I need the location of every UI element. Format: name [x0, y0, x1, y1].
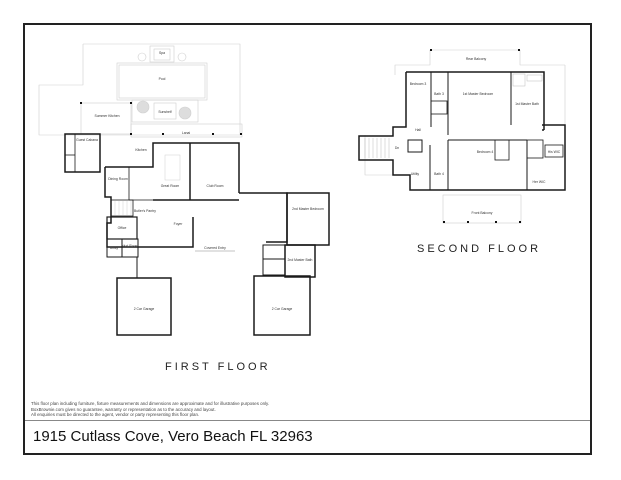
- svg-text:Bedroom 4: Bedroom 4: [477, 150, 494, 154]
- svg-text:Great Room: Great Room: [161, 184, 180, 188]
- floor-plan-graphic: Spa Pool Sunshelf Guest Cabana Summer Ki…: [38, 43, 566, 336]
- svg-text:Her WIC: Her WIC: [533, 180, 547, 184]
- svg-text:Bedroom 3: Bedroom 3: [410, 82, 427, 86]
- svg-text:Utility: Utility: [110, 246, 119, 250]
- second-floor-room-labels: Rear Balcony Bedroom 3 Bath 3 1st Master…: [395, 57, 561, 215]
- svg-text:1st Master Bath: 1st Master Bath: [515, 102, 539, 106]
- svg-text:Bath 4: Bath 4: [434, 172, 444, 176]
- svg-text:Lanai: Lanai: [182, 131, 191, 135]
- balcony-posts: [430, 49, 521, 223]
- first-floor-walls: [64, 133, 330, 336]
- second-floor-walls: [358, 71, 566, 191]
- svg-text:Club Room: Club Room: [207, 184, 224, 188]
- svg-text:2 Car Garage: 2 Car Garage: [272, 307, 293, 311]
- svg-text:His WIC: His WIC: [548, 150, 561, 154]
- svg-text:Guest Cabana: Guest Cabana: [76, 138, 98, 142]
- svg-text:Pool: Pool: [159, 77, 166, 81]
- disclaimer: This floor plan including furniture, fix…: [31, 401, 571, 418]
- property-address: 1915 Cutlass Cove, Vero Beach FL 32963: [33, 428, 313, 445]
- disclaimer-line-1: This floor plan including furniture, fix…: [31, 401, 270, 406]
- second-floor-outline: [364, 49, 566, 224]
- svg-text:2nd Master Bath: 2nd Master Bath: [288, 258, 313, 262]
- floor-plan-sheet: Spa Pool Sunshelf Guest Cabana Summer Ki…: [23, 23, 592, 455]
- second-floor-stairs: [364, 73, 543, 158]
- svg-text:Mud Room: Mud Room: [122, 244, 139, 248]
- svg-text:Hall: Hall: [415, 128, 421, 132]
- disclaimer-line-2: BoxBrownie.com gives no guarantee, warra…: [31, 406, 216, 412]
- svg-text:2 Car Garage: 2 Car Garage: [134, 307, 155, 311]
- svg-text:Dn: Dn: [395, 146, 399, 150]
- first-floor-room-labels: Spa Pool Sunshelf Guest Cabana Summer Ki…: [76, 51, 324, 311]
- second-floor-title: SECOND FLOOR: [417, 243, 542, 255]
- svg-text:Office: Office: [118, 226, 127, 230]
- footer-divider: [25, 420, 590, 421]
- first-floor-outdoor: [38, 43, 243, 138]
- svg-text:Dining Room: Dining Room: [108, 177, 128, 181]
- svg-text:2nd Master Bedroom: 2nd Master Bedroom: [292, 207, 324, 211]
- floor-plan-drawing: Spa Pool Sunshelf Guest Cabana Summer Ki…: [25, 25, 590, 395]
- lanai-posts: [80, 102, 242, 135]
- svg-text:Kitchen: Kitchen: [135, 148, 146, 152]
- svg-text:Butler's Pantry: Butler's Pantry: [134, 209, 156, 213]
- svg-text:Bath 3: Bath 3: [434, 92, 444, 96]
- svg-text:Front Balcony: Front Balcony: [472, 211, 493, 215]
- svg-text:Foyer: Foyer: [174, 222, 184, 226]
- first-floor-title: FIRST FLOOR: [165, 361, 271, 373]
- disclaimer-line-3: All enquiries must be directed to the ag…: [31, 412, 200, 418]
- first-floor-stairs: [114, 154, 181, 215]
- svg-text:Utility: Utility: [411, 172, 420, 176]
- svg-text:Covered Entry: Covered Entry: [204, 246, 226, 250]
- svg-text:Summer Kitchen: Summer Kitchen: [94, 114, 119, 118]
- svg-text:Rear Balcony: Rear Balcony: [466, 57, 487, 61]
- svg-text:1st Master Bedroom: 1st Master Bedroom: [463, 92, 494, 96]
- svg-text:Sunshelf: Sunshelf: [158, 110, 171, 114]
- svg-text:Spa: Spa: [159, 51, 165, 55]
